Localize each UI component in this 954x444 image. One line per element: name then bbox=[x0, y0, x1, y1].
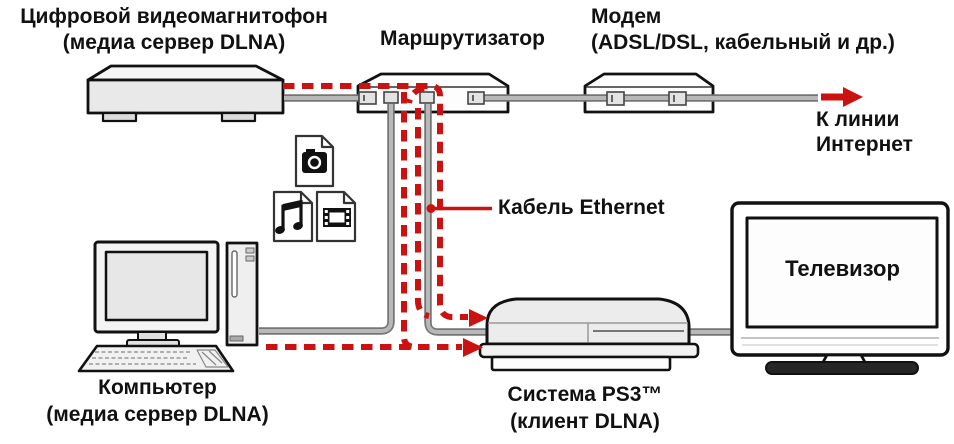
ethernet-cables bbox=[259, 94, 818, 336]
internet-label-line1: К линии bbox=[816, 108, 900, 131]
modem-port-right bbox=[668, 91, 687, 106]
ps3-device bbox=[478, 297, 700, 372]
video-file-icon bbox=[315, 190, 357, 243]
ps3-label: Система PS3™ (клиент DLNA) bbox=[440, 381, 730, 435]
music-file-icon bbox=[272, 190, 314, 243]
router-port-left bbox=[358, 91, 377, 105]
router-label: Маршрутизатор bbox=[380, 27, 545, 50]
computer-monitor bbox=[93, 240, 220, 348]
flow-dvr-to-ps3 bbox=[283, 83, 468, 320]
modem-port-left bbox=[606, 91, 625, 106]
dvr-label-line1: Цифровой видеомагнитофон bbox=[20, 5, 328, 28]
modem-label: Модем (ADSL/DSL, кабельный и др.) bbox=[591, 4, 895, 56]
tv-device bbox=[730, 201, 950, 375]
ps3-label-line2: (клиент DLNA) bbox=[510, 410, 660, 433]
dashed-flow-arrows bbox=[266, 83, 488, 357]
photo-file-icon bbox=[294, 134, 335, 188]
modem-ports bbox=[606, 91, 687, 106]
flow-router-branch bbox=[401, 92, 417, 350]
computer-tower bbox=[225, 241, 259, 347]
modem-device bbox=[583, 72, 715, 114]
arrow-right-icon bbox=[821, 87, 863, 107]
computer-label-line1: Компьютер bbox=[98, 376, 217, 399]
router-port-down-2 bbox=[419, 91, 435, 104]
router-ports bbox=[358, 91, 485, 105]
computer-keyboard bbox=[77, 344, 235, 373]
internet-label-line2: Интернет bbox=[816, 133, 913, 156]
dvr-device bbox=[86, 64, 285, 123]
ps3-label-line1: Система PS3™ bbox=[507, 383, 663, 406]
tv-stand-base bbox=[765, 361, 919, 375]
computer-label-line2: (медиа сервер DLNA) bbox=[46, 403, 269, 426]
router-port-right bbox=[467, 91, 485, 105]
internet-line-label: К линии Интернет bbox=[816, 107, 913, 157]
tv-label: Телевизор bbox=[785, 256, 900, 281]
dvr-label: Цифровой видеомагнитофон (медиа сервер D… bbox=[0, 4, 348, 56]
flow-arrowhead-upper bbox=[469, 309, 488, 327]
modem-label-line2: (ADSL/DSL, кабельный и др.) bbox=[591, 31, 895, 54]
ethernet-cable-callout bbox=[426, 204, 492, 213]
ethernet-cable-label: Кабель Ethernet bbox=[498, 196, 665, 219]
dvr-label-line2: (медиа сервер DLNA) bbox=[62, 31, 286, 54]
flow-through-router bbox=[406, 85, 430, 319]
computer-device bbox=[77, 240, 259, 373]
flow-arrowhead-lower bbox=[463, 338, 483, 357]
router-port-down-1 bbox=[383, 91, 399, 104]
computer-label: Компьютер (медиа сервер DLNA) bbox=[10, 374, 305, 428]
modem-label-line1: Модем bbox=[591, 5, 662, 28]
